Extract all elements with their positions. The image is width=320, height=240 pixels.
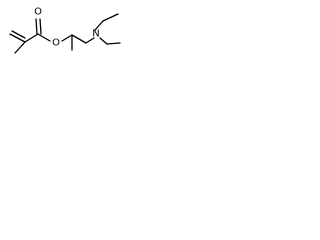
bond-carbonyl-double-a bbox=[35, 18, 38, 35]
amine-nitrogen-atom: N bbox=[92, 29, 99, 40]
bond-vinyl-double-outer bbox=[9, 33, 26, 43]
bond-carbonyl-ester-o bbox=[37, 33, 51, 42]
ester-oxygen-label: O bbox=[52, 38, 60, 49]
bond-group bbox=[9, 13, 121, 54]
bond-methyl-alpha bbox=[14, 41, 26, 54]
carbonyl-oxygen-atom: O bbox=[34, 7, 42, 18]
bond-alpha-carbonyl bbox=[24, 33, 39, 43]
ester-oxygen-atom: O bbox=[52, 38, 60, 49]
bond-n-ethyl-down-2 bbox=[106, 42, 121, 45]
bond-ch2-n bbox=[85, 37, 95, 44]
bond-vinyl-double-inner bbox=[11, 30, 26, 39]
bond-n-ethyl-up-2 bbox=[102, 13, 119, 22]
bond-ester-o-ch bbox=[61, 34, 73, 42]
atom-label-group: O O N bbox=[34, 7, 100, 49]
bond-ch-ch2 bbox=[71, 34, 87, 44]
bond-n-ethyl-up-1 bbox=[94, 20, 104, 31]
carbonyl-oxygen-label: O bbox=[34, 7, 42, 18]
bond-carbonyl-double-b bbox=[39, 18, 42, 35]
amine-nitrogen-label: N bbox=[92, 29, 99, 40]
bond-n-ethyl-down-1 bbox=[99, 37, 108, 45]
chemical-structure-diagram: O O N bbox=[9, 7, 121, 54]
